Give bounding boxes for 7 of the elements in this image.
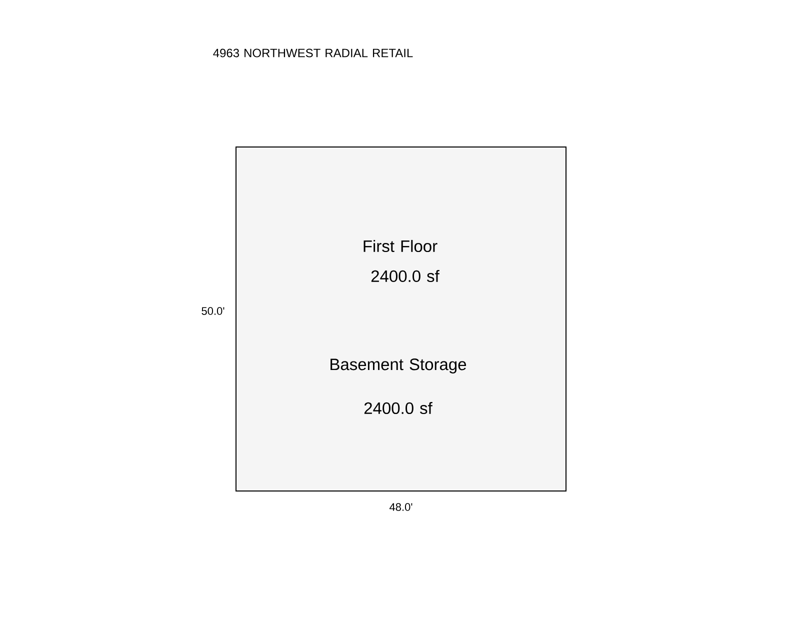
title: 4963 NORTHWEST RADIAL RETAIL	[213, 48, 413, 58]
area-label: First Floor	[364, 240, 438, 252]
dimension-label: 48.0'	[390, 503, 412, 511]
area-label: 2400.0 sf	[371, 270, 440, 282]
area-label: Basement Storage	[330, 358, 466, 374]
dimension-label: 50.0'	[202, 307, 224, 315]
area-label: 2400.0 sf	[364, 402, 432, 414]
